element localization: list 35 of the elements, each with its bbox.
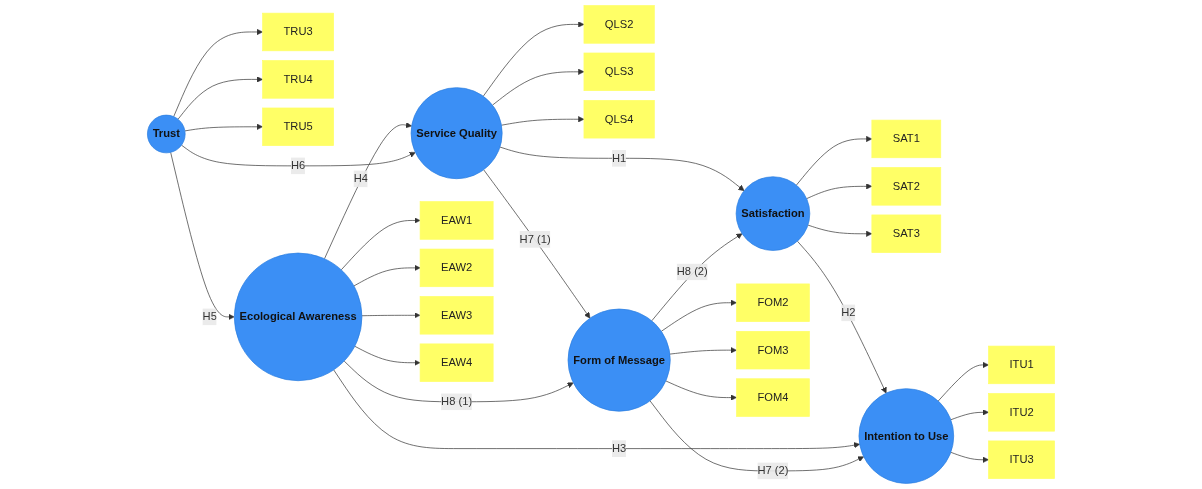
edge-label: H1 bbox=[612, 152, 627, 164]
node-box: SAT3 bbox=[871, 214, 942, 253]
node-box: EAW3 bbox=[419, 296, 494, 335]
node-box: FOM4 bbox=[736, 378, 810, 417]
edge-label: H4 bbox=[353, 172, 368, 185]
node-box: TRU4 bbox=[262, 60, 334, 99]
node-box: TRU3 bbox=[262, 12, 334, 52]
node-box: SAT2 bbox=[871, 167, 942, 206]
node-box: ITU1 bbox=[988, 345, 1055, 385]
node-box: QLS2 bbox=[583, 5, 655, 44]
node-box: EAW2 bbox=[419, 248, 494, 288]
edge-label: H7 (2) bbox=[757, 464, 789, 477]
node-circle: Form of Message bbox=[567, 308, 671, 412]
node-box: EAW1 bbox=[419, 201, 494, 240]
edge-label: H7 (1) bbox=[519, 233, 551, 245]
node-circle: Satisfaction bbox=[735, 176, 811, 251]
node-box: QLS4 bbox=[583, 100, 655, 139]
edge-label: H3 bbox=[612, 442, 627, 455]
node-circle: Ecological Awareness bbox=[233, 252, 363, 382]
edge-label: H6 bbox=[290, 159, 306, 172]
node-box: FOM3 bbox=[736, 331, 810, 370]
node-circle: Trust bbox=[147, 114, 186, 154]
node-box: SAT1 bbox=[871, 119, 942, 159]
node-box: ITU3 bbox=[988, 440, 1055, 479]
edge-label: H8 (1) bbox=[441, 395, 473, 408]
node-circle: Service Quality bbox=[410, 87, 503, 180]
node-box: TRU5 bbox=[262, 107, 334, 146]
node-box: EAW4 bbox=[419, 343, 494, 382]
edge-label: H2 bbox=[841, 306, 856, 319]
node-box: QLS3 bbox=[583, 52, 655, 91]
node-circle: Intention to Use bbox=[858, 388, 955, 484]
edge-label: H8 (2) bbox=[676, 265, 708, 278]
node-box: FOM2 bbox=[736, 283, 810, 322]
node-box: ITU2 bbox=[988, 393, 1055, 432]
edge-label: H5 bbox=[202, 310, 217, 323]
